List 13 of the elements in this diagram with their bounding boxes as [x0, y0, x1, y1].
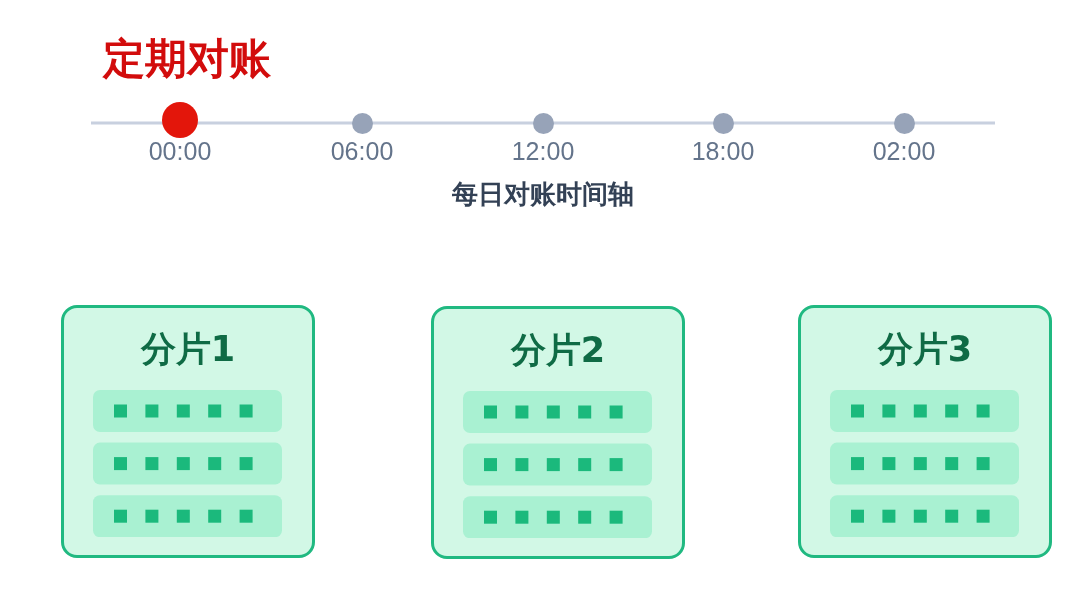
- shard-panel: [431, 306, 685, 559]
- shard-panel: [798, 305, 1052, 558]
- time-label: 06:00: [330, 138, 394, 164]
- time-label: 12:00: [511, 138, 575, 164]
- shard-title: 分片1: [140, 331, 236, 367]
- shard-panel: [61, 305, 315, 558]
- axis-caption: 每日对账时间轴: [452, 181, 634, 207]
- time-label: 02:00: [872, 138, 936, 164]
- time-label: 00:00: [148, 138, 212, 164]
- shard-title: 分片3: [877, 331, 973, 367]
- time-label: 18:00: [691, 138, 755, 164]
- shard-title: 分片2: [510, 332, 606, 368]
- title-heading: 定期对账: [103, 38, 271, 80]
